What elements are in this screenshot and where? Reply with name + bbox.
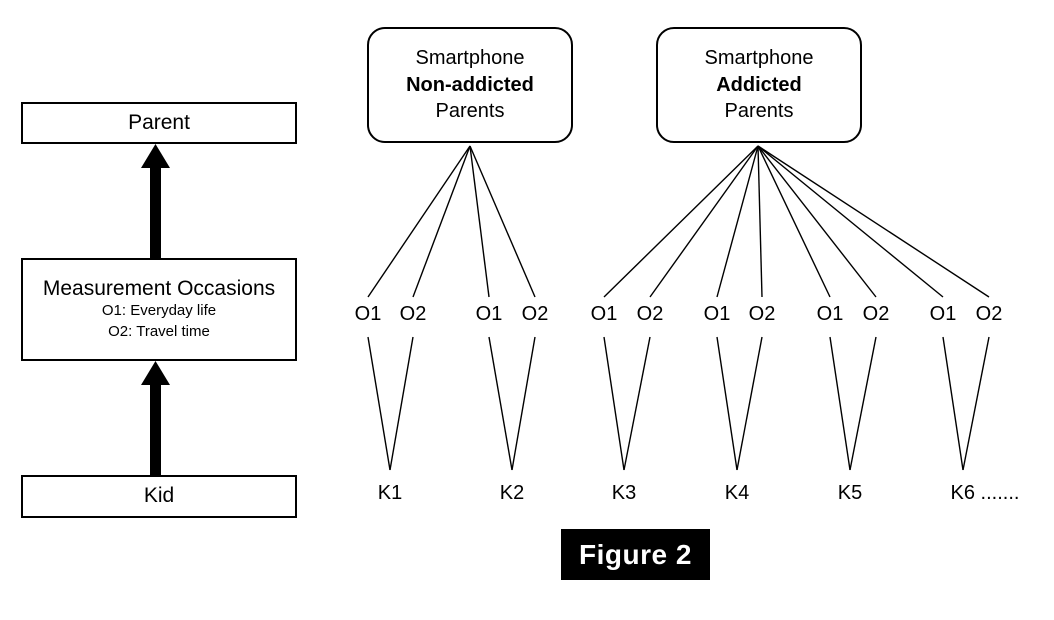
- kid-label: K2: [499, 482, 525, 504]
- group-box-nonaddicted-parents: Smartphone Non-addicted Parents: [367, 27, 573, 143]
- legend-box-parent: Parent: [21, 102, 297, 144]
- v-lines-occasions-to-kids: [367, 336, 990, 471]
- occasion-label: O1: [703, 303, 731, 325]
- group-addicted-line2: Addicted: [716, 73, 802, 96]
- occasion-label: O1: [590, 303, 618, 325]
- occasion-label: O1: [929, 303, 957, 325]
- kid-label: K3: [611, 482, 637, 504]
- occasion-label: O2: [975, 303, 1003, 325]
- occasion-label: O1: [816, 303, 844, 325]
- legend-box-measurement-sub1: O1: Everyday life: [101, 302, 217, 320]
- kid-label: K4: [724, 482, 750, 504]
- group-addicted-line3: Parents: [724, 100, 794, 123]
- occasion-label: O2: [399, 303, 427, 325]
- fan-lines-addicted: [603, 145, 990, 298]
- kid-label: K1: [377, 482, 403, 504]
- group-nonaddicted-line2: Non-addicted: [406, 73, 534, 96]
- legend-box-measurement-occasions: Measurement Occasions O1: Everyday life …: [21, 258, 297, 361]
- group-nonaddicted-line3: Parents: [435, 100, 505, 123]
- group-addicted-line1: Smartphone: [704, 47, 814, 70]
- occasion-label: O2: [748, 303, 776, 325]
- group-nonaddicted-line1: Smartphone: [415, 47, 525, 70]
- arrow-measurement-to-parent: [141, 144, 170, 259]
- figure-caption: Figure 2: [561, 529, 710, 580]
- fan-lines-nonaddicted: [367, 145, 536, 298]
- arrow-kid-to-measurement: [141, 361, 170, 475]
- occasion-label: O2: [521, 303, 549, 325]
- legend-box-measurement-title: Measurement Occasions: [42, 277, 276, 301]
- group-box-addicted-parents: Smartphone Addicted Parents: [656, 27, 862, 143]
- occasion-label: O2: [862, 303, 890, 325]
- kid-label: K5: [837, 482, 863, 504]
- legend-box-parent-title: Parent: [128, 110, 190, 134]
- legend-box-kid: Kid: [21, 475, 297, 518]
- legend-box-kid-title: Kid: [143, 484, 175, 508]
- kid-label: K6 .......: [950, 482, 1020, 504]
- legend-box-measurement-sub2: O2: Travel time: [108, 322, 210, 340]
- occasion-label: O2: [636, 303, 664, 325]
- occasion-label: O1: [475, 303, 503, 325]
- occasion-label: O1: [354, 303, 382, 325]
